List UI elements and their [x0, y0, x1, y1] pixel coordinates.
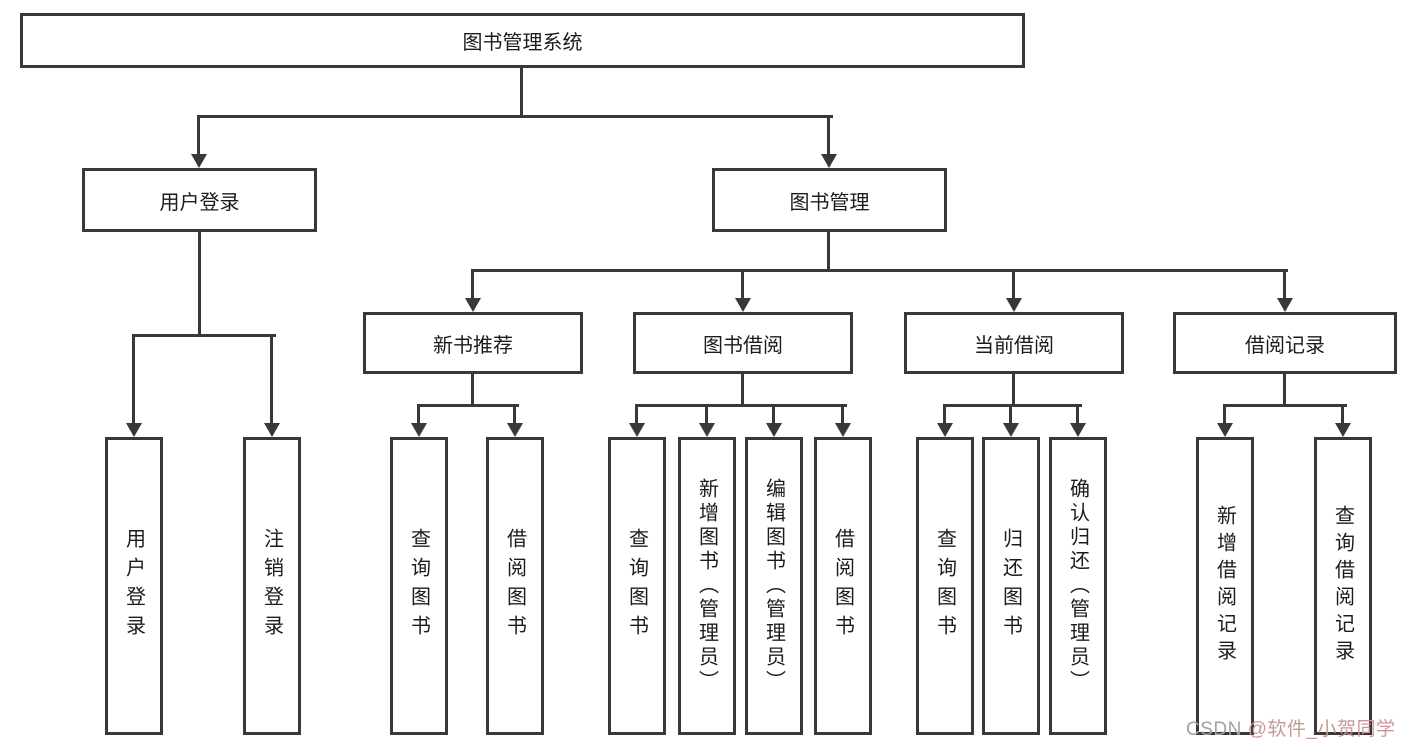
leaf-borrow-edit-admin-label: 编辑图书（管理员）: [762, 478, 785, 694]
arrowhead-icon: [937, 423, 953, 437]
connector-line: [417, 404, 519, 407]
connector-line: [635, 404, 638, 423]
connector-line: [270, 334, 273, 423]
arrowhead-icon: [465, 298, 481, 312]
connector-line: [513, 404, 516, 423]
connector-line: [520, 68, 523, 117]
connector-line: [471, 269, 1288, 272]
leaf-user-login-label: 用户登录: [122, 528, 145, 644]
arrowhead-icon: [735, 298, 751, 312]
node-root-label: 图书管理系统: [462, 32, 583, 54]
arrowhead-icon: [1277, 298, 1293, 312]
arrowhead-icon: [1006, 298, 1022, 312]
node-root: 图书管理系统: [20, 13, 1025, 68]
connector-line: [417, 404, 420, 423]
connector-line: [1283, 373, 1286, 407]
arrowhead-icon: [1070, 423, 1086, 437]
connector-line: [132, 334, 135, 423]
node-new-book-recommend-label: 新书推荐: [433, 334, 513, 357]
arrowhead-icon: [191, 154, 207, 168]
leaf-user-login: 用户登录: [105, 437, 163, 735]
connector-line: [1223, 404, 1226, 423]
node-new-book-recommend: 新书推荐: [363, 312, 583, 374]
connector-line: [943, 404, 946, 423]
connector-line: [1283, 269, 1286, 298]
connector-line: [705, 404, 708, 423]
arrowhead-icon: [766, 423, 782, 437]
leaf-borrow-add-admin-label: 新增图书（管理员）: [695, 478, 718, 694]
connector-line: [772, 404, 775, 423]
leaf-logout-label: 注销登录: [260, 528, 283, 644]
leaf-current-confirm-return-admin: 确认归还（管理员）: [1049, 437, 1107, 735]
node-user-login: 用户登录: [82, 168, 317, 232]
connector-line: [132, 334, 276, 337]
leaf-borrow-borrow-label: 借阅图书: [831, 528, 854, 644]
leaf-borrow-add-admin: 新增图书（管理员）: [678, 437, 736, 735]
leaf-records-add-label: 新增借阅记录: [1213, 505, 1236, 667]
connector-line: [741, 269, 744, 298]
connector-line: [198, 232, 201, 337]
node-user-login-label: 用户登录: [159, 191, 240, 214]
leaf-newbooks-borrow-label: 借阅图书: [503, 528, 526, 644]
leaf-borrow-borrow: 借阅图书: [814, 437, 872, 735]
node-book-management: 图书管理: [712, 168, 947, 232]
connector-line: [741, 373, 744, 407]
csdn-watermark: CSDN @软件_小贺同学: [1186, 714, 1395, 741]
node-book-borrow-label: 图书借阅: [703, 334, 783, 357]
node-book-management-label: 图书管理: [789, 191, 870, 214]
leaf-current-confirm-return-admin-label: 确认归还（管理员）: [1066, 478, 1089, 694]
leaf-current-return: 归还图书: [982, 437, 1040, 735]
leaf-newbooks-query: 查询图书: [390, 437, 448, 735]
arrowhead-icon: [629, 423, 645, 437]
leaf-borrow-query: 查询图书: [608, 437, 666, 735]
leaf-current-return-label: 归还图书: [999, 528, 1022, 644]
arrowhead-icon: [835, 423, 851, 437]
csdn-watermark-handle: @软件_小贺同学: [1247, 719, 1396, 740]
arrowhead-icon: [411, 423, 427, 437]
leaf-records-query-label: 查询借阅记录: [1331, 505, 1354, 667]
connector-line: [827, 115, 830, 154]
connector-line: [1076, 404, 1079, 423]
node-borrow-records: 借阅记录: [1173, 312, 1397, 374]
connector-line: [197, 115, 833, 118]
connector-line: [1012, 373, 1015, 407]
node-current-borrow: 当前借阅: [904, 312, 1124, 374]
arrowhead-icon: [507, 423, 523, 437]
connector-line: [197, 115, 200, 154]
leaf-current-query-label: 查询图书: [933, 528, 956, 644]
connector-line: [841, 404, 844, 423]
arrowhead-icon: [821, 154, 837, 168]
arrowhead-icon: [264, 423, 280, 437]
leaf-records-query: 查询借阅记录: [1314, 437, 1372, 735]
leaf-current-query: 查询图书: [916, 437, 974, 735]
leaf-borrow-edit-admin: 编辑图书（管理员）: [745, 437, 803, 735]
arrowhead-icon: [699, 423, 715, 437]
node-book-borrow: 图书借阅: [633, 312, 853, 374]
connector-line: [943, 404, 1082, 407]
csdn-watermark-brand: CSDN: [1186, 719, 1248, 740]
connector-line: [827, 232, 830, 272]
node-borrow-records-label: 借阅记录: [1245, 334, 1325, 357]
leaf-records-add: 新增借阅记录: [1196, 437, 1254, 735]
connector-line: [1009, 404, 1012, 423]
arrowhead-icon: [1335, 423, 1351, 437]
node-current-borrow-label: 当前借阅: [974, 334, 1054, 357]
leaf-newbooks-query-label: 查询图书: [407, 528, 430, 644]
leaf-logout: 注销登录: [243, 437, 301, 735]
connector-line: [1012, 269, 1015, 298]
connector-line: [471, 269, 474, 298]
connector-line: [1341, 404, 1344, 423]
leaf-newbooks-borrow: 借阅图书: [486, 437, 544, 735]
arrowhead-icon: [1003, 423, 1019, 437]
arrowhead-icon: [1217, 423, 1233, 437]
connector-line: [635, 404, 847, 407]
arrowhead-icon: [126, 423, 142, 437]
leaf-borrow-query-label: 查询图书: [625, 528, 648, 644]
connector-line: [1223, 404, 1347, 407]
connector-line: [471, 373, 474, 407]
